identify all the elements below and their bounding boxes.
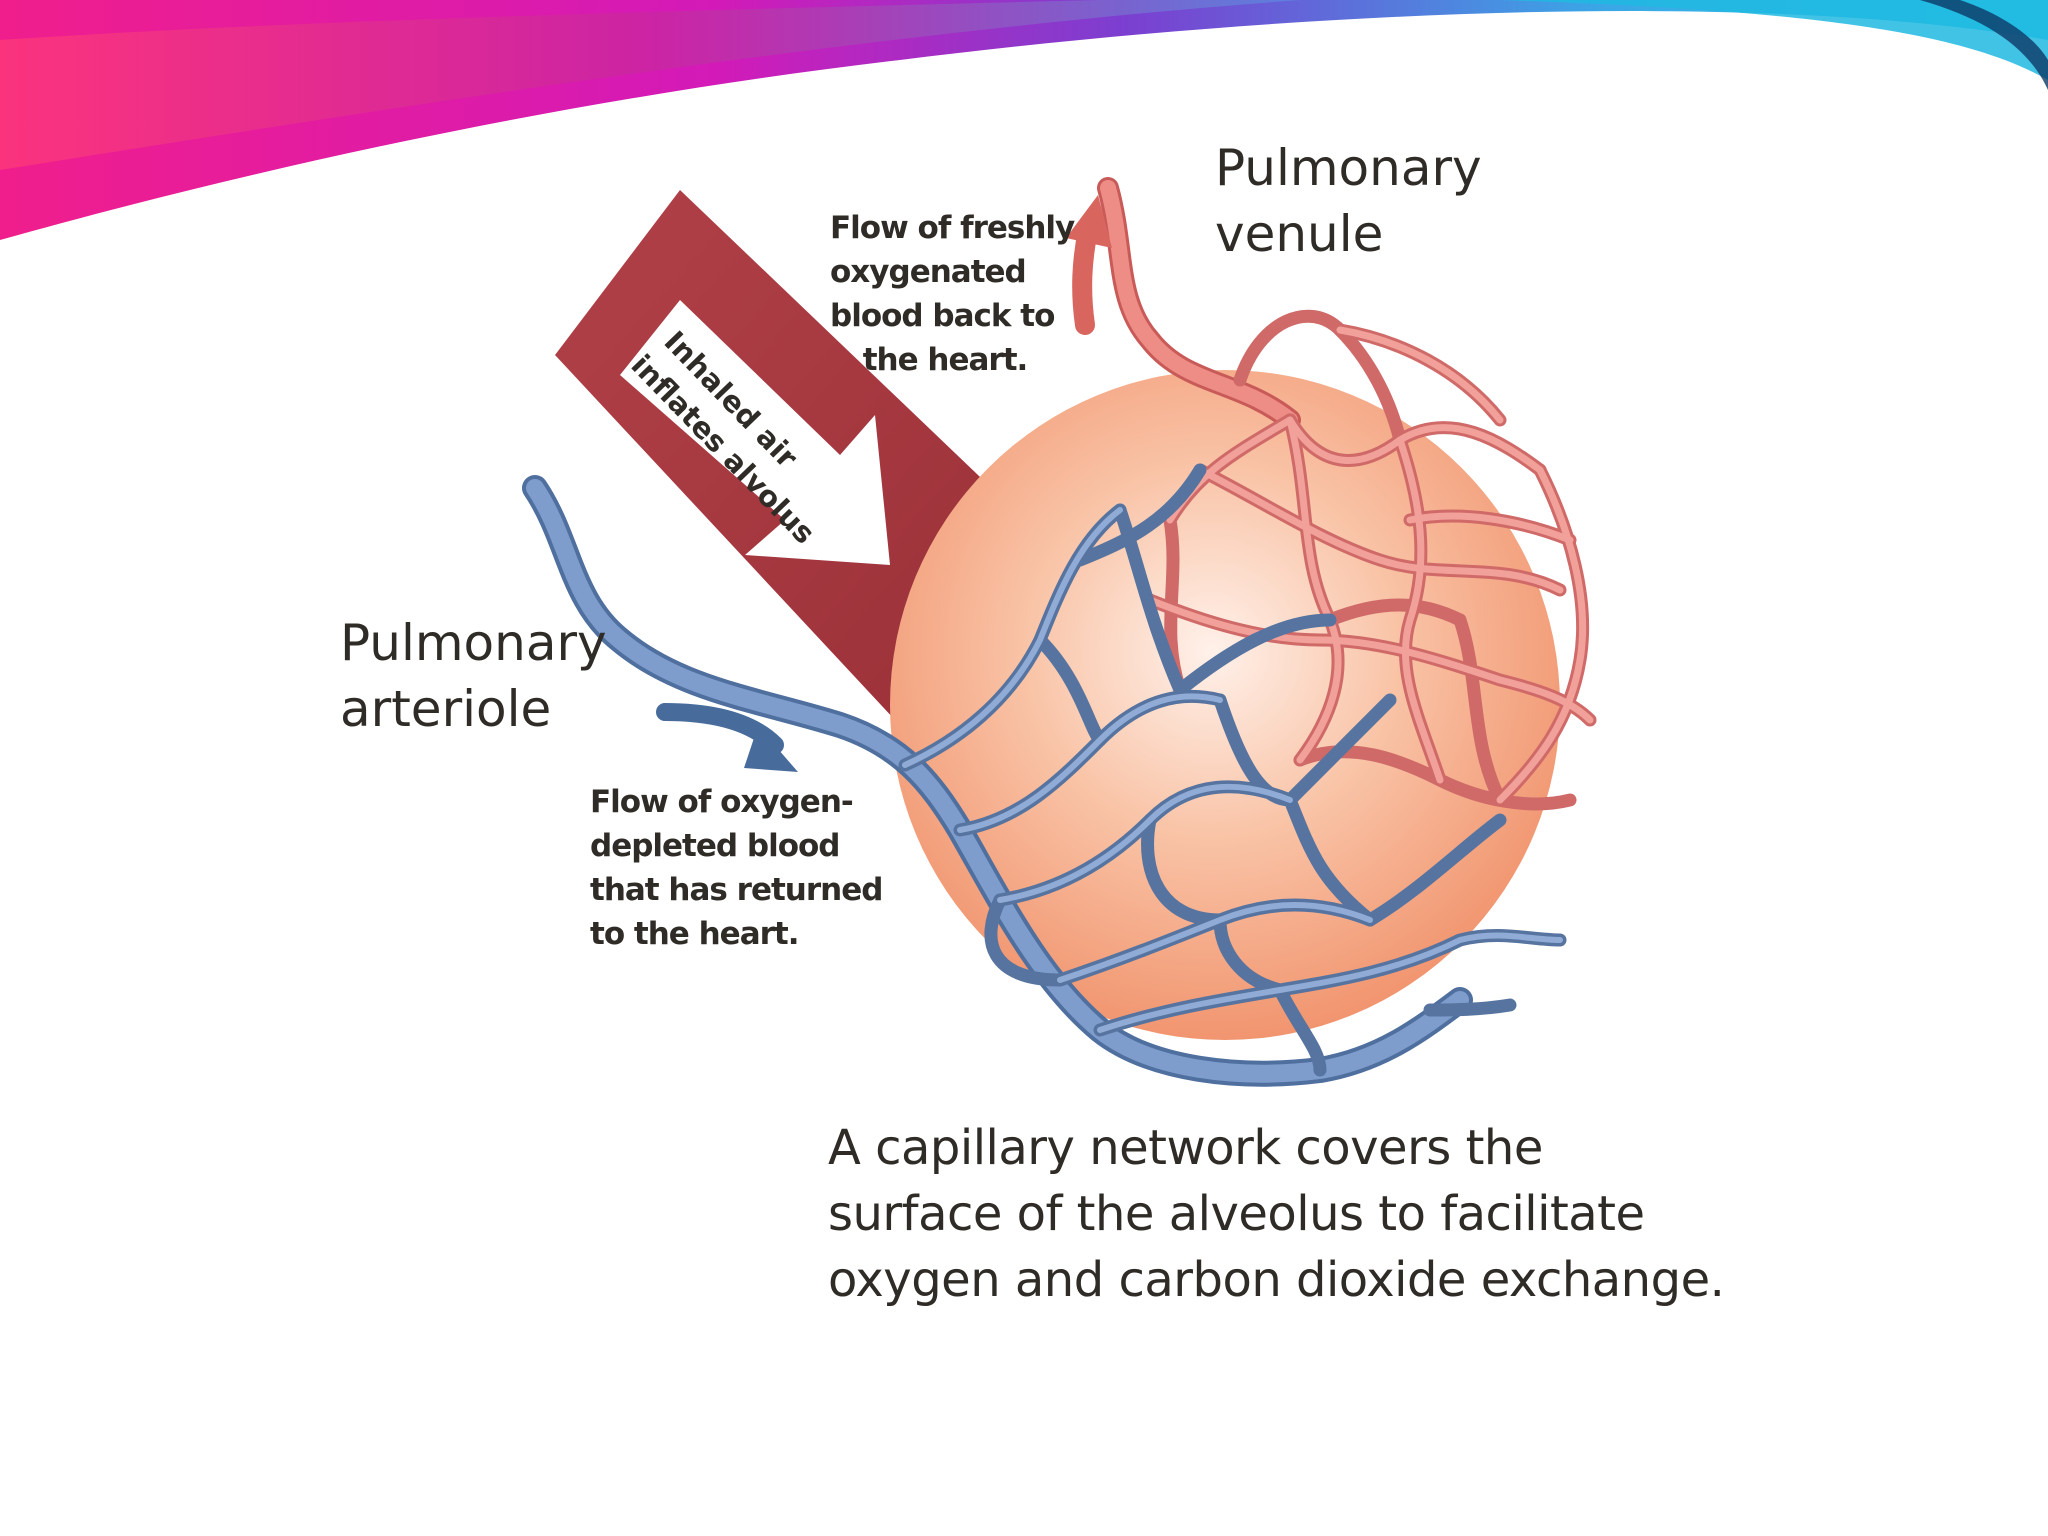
venule-capillaries — [1097, 177, 1597, 811]
oxygenated-flow-line-3: blood back to — [830, 298, 1055, 334]
caption-line-3: oxygen and carbon dioxide exchange. — [828, 1252, 1725, 1308]
depleted-flow-line-2: depleted blood — [590, 828, 841, 864]
banner-swoosh — [0, 0, 2048, 240]
depleted-flow-label: Flow of oxygen- depleted blood that has … — [590, 780, 883, 956]
oxygenated-flow-line-1: Flow of freshly — [830, 210, 1075, 246]
caption-line-2: surface of the alveolus to facilitate — [828, 1186, 1645, 1242]
venule-label: Pulmonary venule — [1215, 135, 1482, 267]
depleted-flow-line-4: to the heart. — [590, 916, 800, 952]
venule-label-line-2: venule — [1215, 205, 1384, 263]
oxygenated-flow-line-2: oxygenated — [830, 254, 1027, 290]
depleted-flow-line-3: that has returned — [590, 872, 883, 908]
arteriole-capillaries — [522, 463, 1567, 1087]
oxygenated-flow-label: Flow of freshly oxygenated blood back to… — [830, 206, 1075, 382]
inhaled-air-arrow — [620, 300, 890, 565]
arteriole-label-line-2: arteriole — [340, 680, 552, 738]
oxygenated-flow-line-4: the heart. — [862, 342, 1029, 378]
arteriole-label: Pulmonary arteriole — [340, 610, 607, 742]
venule-label-line-1: Pulmonary — [1215, 139, 1482, 197]
diagram-caption: A capillary network covers the surface o… — [828, 1115, 1725, 1313]
arteriole-label-line-1: Pulmonary — [340, 614, 607, 672]
oxygenated-flow-arrow — [1066, 195, 1112, 335]
depleted-flow-line-1: Flow of oxygen- — [590, 784, 854, 820]
depleted-flow-arrow — [656, 703, 798, 772]
caption-line-1: A capillary network covers the — [828, 1120, 1543, 1176]
